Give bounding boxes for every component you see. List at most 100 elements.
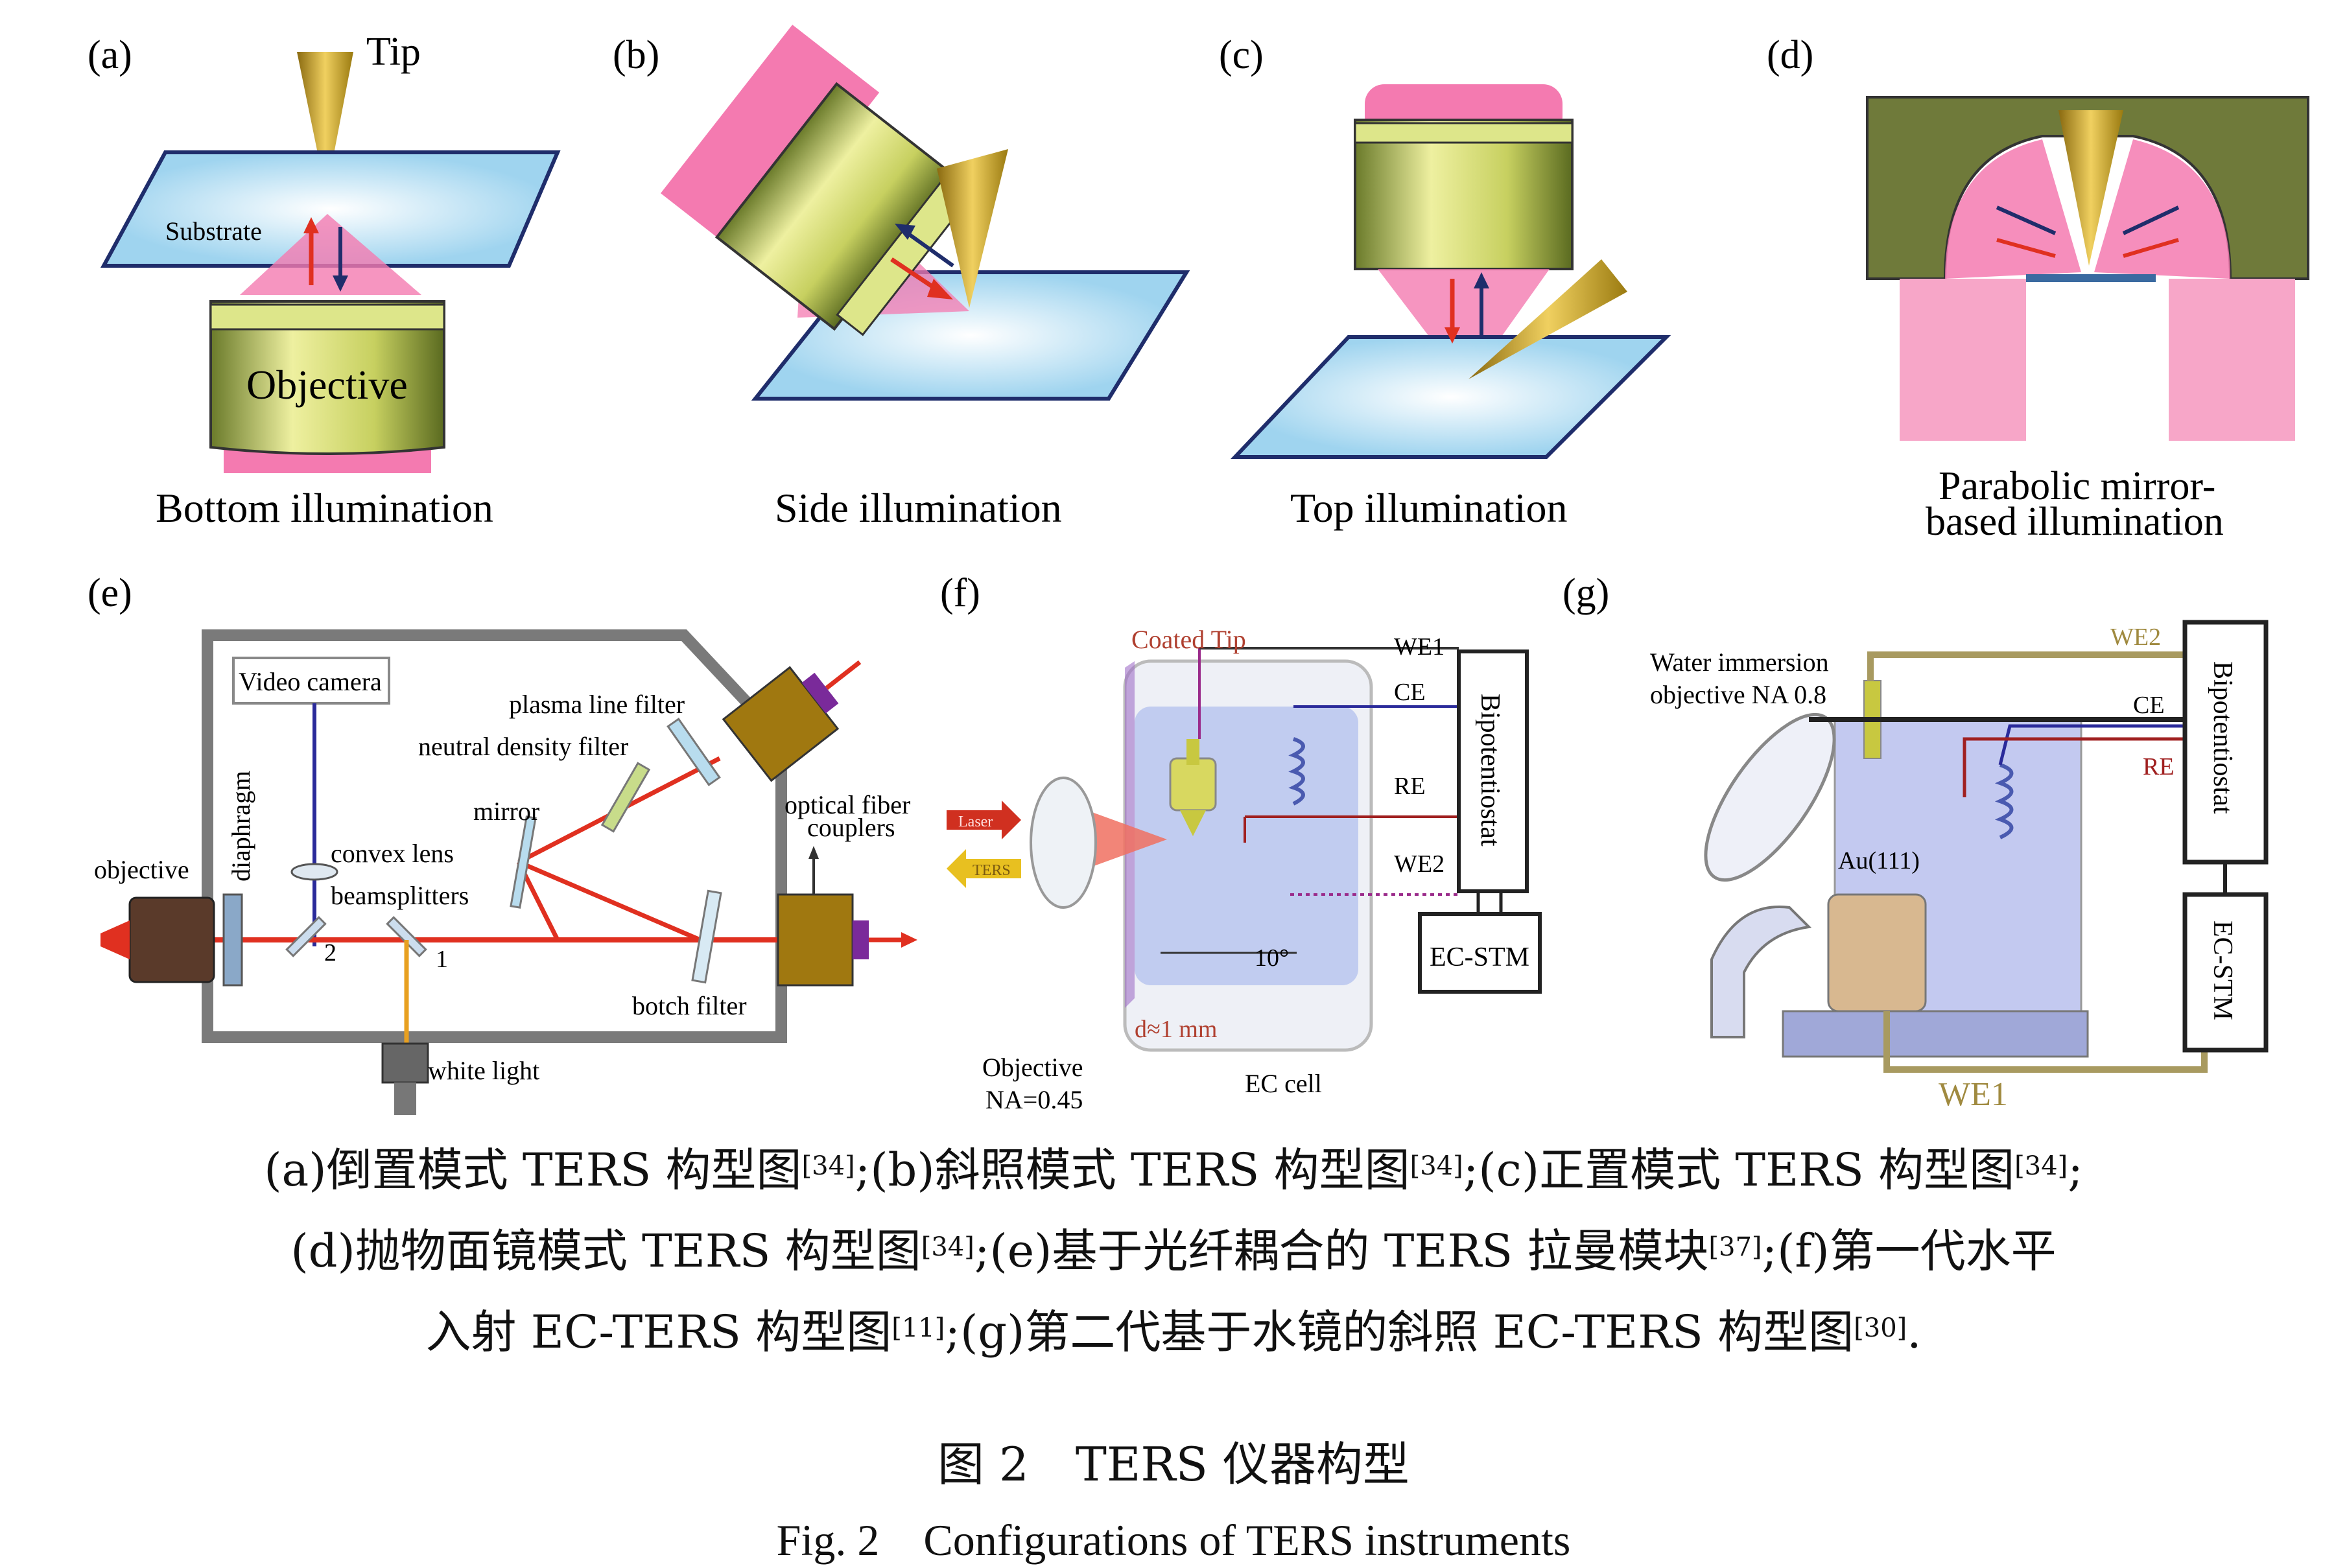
diaphragm-plate [222, 893, 243, 987]
objective-label: Objective [246, 362, 408, 408]
caption-text: ;(c)正置模式 TERS 构型图 [1463, 1143, 2015, 1197]
water-objective [1704, 712, 1836, 882]
panel-a-letter: (a) [88, 33, 132, 77]
coil [1288, 737, 1305, 806]
ce-label: CE [1394, 679, 1426, 706]
panel-e: (e) Video camera [88, 571, 917, 1115]
caption-text: ;(e)基于光纤耦合的 TERS 拉曼模块 [974, 1224, 1709, 1278]
beamsplitter-1-label: 1 [436, 946, 448, 973]
mirror-label: mirror [473, 797, 539, 826]
ec-stm-box [2182, 892, 2269, 1053]
white-light-label: white light [428, 1056, 539, 1085]
coated-tip [1169, 757, 1217, 812]
re-label: RE [1394, 773, 1426, 800]
caption-text: ; [2068, 1143, 2083, 1197]
tip-icon [937, 149, 1008, 308]
panel-d-caption-1: Parabolic mirror- [1939, 464, 2215, 508]
beam-left [1900, 279, 2026, 441]
reference-superscript: [34] [921, 1232, 974, 1262]
water-immersion-label-2: objective NA 0.8 [1650, 680, 1826, 709]
objective-body [1354, 119, 1574, 270]
panel-f: (f) Laser TERS Bipotentiostat EC-STM Coa… [940, 571, 1542, 1114]
video-camera-box [232, 657, 390, 705]
botch-filter [691, 889, 722, 984]
re-label: RE [2143, 753, 2175, 780]
diaphragm-label: diaphragm [226, 771, 255, 882]
panel-d-letter: (d) [1767, 33, 1813, 77]
we2-label: WE2 [2110, 624, 2161, 651]
tip-icon [2058, 110, 2123, 266]
panel-c-letter: (c) [1219, 33, 1264, 77]
ec-cell-label: EC cell [1245, 1069, 1322, 1098]
tip-icon [297, 52, 353, 194]
optical-fiber-label-2: couplers [807, 813, 895, 842]
bipotentiostat-label: Bipotentiostat [1475, 694, 1505, 847]
objective-label-1: Objective [982, 1053, 1083, 1082]
plasma-line-filter-label: plasma line filter [509, 690, 685, 719]
caption-text: ;(g)第二代基于水镜的斜照 EC-TERS 构型图 [945, 1305, 1854, 1359]
objective-icon [128, 896, 215, 983]
reference-superscript: [34] [1409, 1151, 1463, 1181]
caption-text: (a)倒置模式 TERS 构型图 [264, 1143, 802, 1197]
sample [2026, 274, 2156, 282]
we2-label: WE2 [1394, 850, 1445, 878]
panel-a: (a) Tip Substrate Objective Bottom illum… [88, 30, 561, 531]
beamsplitter-2 [285, 916, 327, 957]
convex-lens-label: convex lens [331, 839, 454, 868]
mirror-pink-left [1945, 139, 2081, 279]
objective-label-2: NA=0.45 [985, 1085, 1083, 1114]
reference-superscript: [30] [1854, 1313, 1907, 1343]
convex-lens [290, 863, 338, 881]
objective-lens [1030, 777, 1097, 909]
panel-e-letter: (e) [88, 571, 132, 615]
beamsplitters-label: beamsplitters [331, 881, 469, 910]
laser-cone [1378, 269, 1550, 386]
tip-icon [1468, 259, 1627, 379]
we1-label: WE1 [1394, 633, 1445, 661]
caption-text: . [1907, 1305, 1922, 1359]
distance-label: d≈1 mm [1135, 1016, 1217, 1043]
objective-label: objective [94, 855, 189, 884]
caption-text: 入射 EC-TERS 构型图 [425, 1305, 892, 1359]
sample-holder [1827, 893, 1927, 1012]
mirror [510, 815, 537, 909]
water-immersion-label-1: Water immersion [1650, 648, 1829, 677]
white-light-source [381, 1042, 429, 1084]
angle-label: 10° [1255, 944, 1289, 972]
plasma-line-filter [666, 718, 721, 786]
substrate-plate [1231, 335, 1671, 459]
we1-label: WE1 [1939, 1076, 2008, 1113]
figure-title-cn: 图 2 TERS 仪器构型 [938, 1437, 1409, 1492]
ec-stm-label: EC-STM [2208, 920, 2237, 1020]
substrate-plate [100, 150, 561, 268]
caption-text: ;(b)斜照模式 TERS 构型图 [855, 1143, 1410, 1197]
coated-tip-label: Coated Tip [1131, 625, 1246, 654]
botch-filter-label: botch filter [632, 991, 747, 1020]
laser-cone [240, 214, 421, 295]
bipotentiostat-box [2182, 620, 2269, 865]
tip-label: Tip [366, 30, 421, 74]
panel-a-caption: Bottom illumination [156, 485, 493, 531]
caption-line-1: (a)倒置模式 TERS 构型图[34];(b)斜照模式 TERS 构型图[34… [0, 1138, 2347, 1202]
ec-cell-liquid [1135, 707, 1358, 985]
reference-superscript: [34] [2014, 1151, 2068, 1181]
fiber-coupler-top [722, 660, 862, 782]
panel-c: (c) Top illumination [1219, 33, 1671, 531]
ec-stm-label: EC-STM [1430, 942, 1529, 972]
caption-text: ;(f)第一代水平 [1762, 1224, 2057, 1278]
optical-fiber-label-1: optical fiber [784, 790, 910, 819]
fiber-coupler-bottom [777, 893, 854, 987]
beamsplitter-1 [386, 916, 427, 957]
ters-figure: (a) Tip Substrate Objective Bottom illum… [88, 25, 2309, 1115]
panel-b-caption: Side illumination [775, 485, 1062, 531]
laser-label: Laser [958, 813, 993, 830]
panel-b-letter: (b) [613, 33, 659, 77]
reference-superscript: [34] [801, 1151, 855, 1181]
substrate-label: Substrate [165, 216, 262, 246]
panel-g: (g) Bipotentiostat EC-STM Water immersio… [1563, 571, 2269, 1113]
reference-superscript: [37] [1708, 1232, 1762, 1262]
mirror-pink-right [2094, 139, 2230, 279]
video-camera-label: Video camera [239, 667, 382, 696]
ce-label: CE [2133, 692, 2165, 719]
figure-title-en: Fig. 2 Configurations of TERS instrument… [776, 1515, 1571, 1565]
